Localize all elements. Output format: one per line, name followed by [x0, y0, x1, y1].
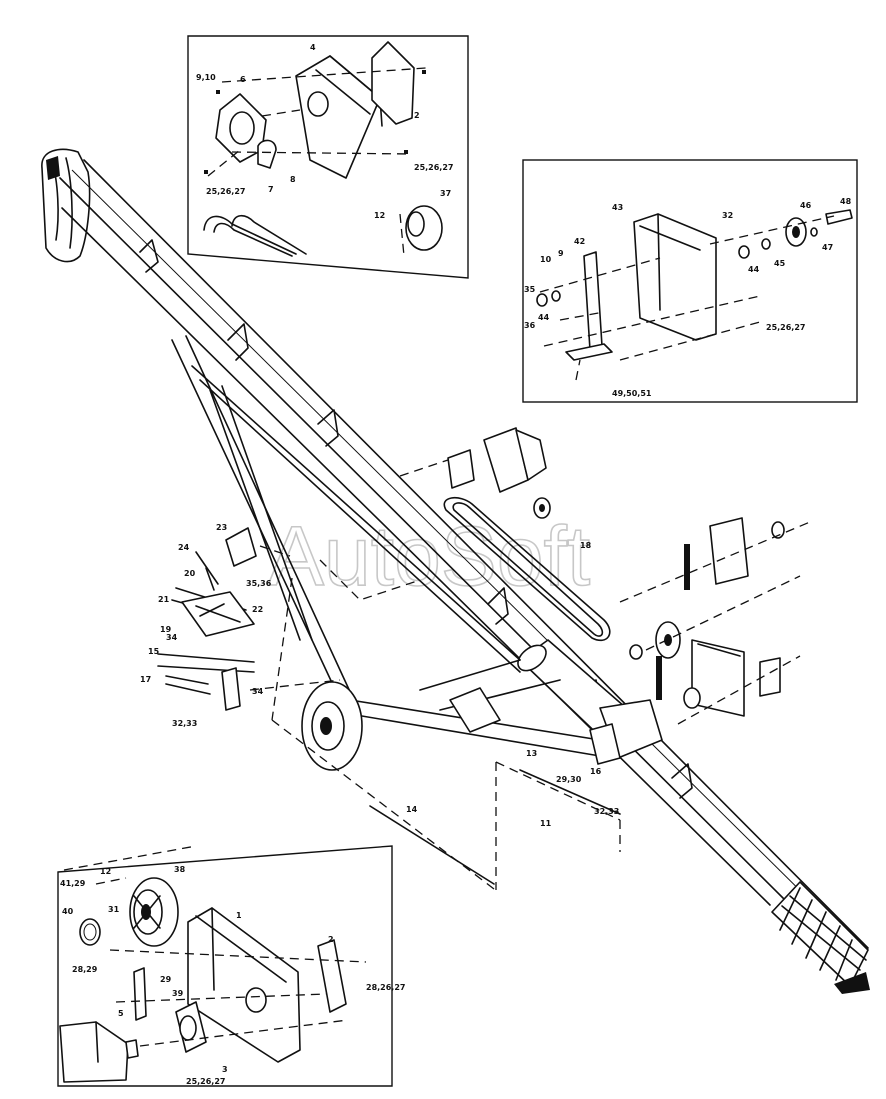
- label: 5: [118, 1009, 124, 1018]
- label: 47: [822, 243, 833, 252]
- label: 48: [840, 197, 852, 206]
- label: 49,50,51: [612, 389, 652, 398]
- label: 3: [222, 1065, 228, 1074]
- label: 24: [178, 543, 190, 552]
- right-drive-parts: [629, 517, 785, 717]
- label: 12: [374, 211, 385, 220]
- auger-top-head: [41, 148, 91, 263]
- undercarriage-frame: [171, 335, 621, 765]
- label: 28,26,27: [366, 983, 405, 992]
- label: 39: [172, 989, 184, 998]
- label: 35: [524, 285, 536, 294]
- label: 7: [268, 185, 274, 194]
- label: 2: [414, 111, 420, 120]
- main-auger-assembly: [41, 148, 870, 994]
- watermark-text: AutoSoft: [268, 509, 590, 603]
- label: 45: [774, 259, 786, 268]
- label: 19: [160, 625, 172, 634]
- label: 46: [800, 201, 812, 210]
- label: 43: [612, 203, 623, 212]
- label: 35,36: [246, 579, 272, 588]
- label: 21: [158, 595, 170, 604]
- transport-wheel: [301, 681, 363, 771]
- label: 12: [100, 867, 111, 876]
- label: 25,26,27: [186, 1077, 225, 1086]
- label: 44: [748, 265, 760, 274]
- label: 44: [538, 313, 550, 322]
- label: 28,29: [72, 965, 98, 974]
- label: 36: [524, 321, 536, 330]
- label: 6: [240, 75, 246, 84]
- label: 16: [590, 767, 602, 776]
- label: 25,26,27: [414, 163, 453, 172]
- left-mount-parts: [157, 527, 257, 711]
- label: 20: [184, 569, 196, 578]
- right-inset: 43 32 46 48 10 9 42 44 45 47 35 44 36 25…: [522, 159, 858, 403]
- label: 41,29: [60, 879, 86, 888]
- label: 1: [236, 911, 242, 920]
- top-inset: 9,10 6 4 2 8 7 25,26,27 25,26,27 12 37: [187, 35, 469, 279]
- label: 32: [722, 211, 733, 220]
- label: 23: [216, 523, 227, 532]
- label: 10: [540, 255, 552, 264]
- label: 31: [108, 905, 120, 914]
- lower-hopper-screen: [771, 881, 870, 994]
- label: 32,33: [172, 719, 197, 728]
- label: 38: [174, 865, 186, 874]
- mid-drive-parts: [447, 427, 551, 519]
- label: 25,26,27: [206, 187, 245, 196]
- label: 40: [62, 907, 74, 916]
- label: 29: [160, 975, 172, 984]
- label: 34: [252, 687, 264, 696]
- label: 9,10: [196, 73, 216, 82]
- label: 25,26,27: [766, 323, 805, 332]
- label: 2: [328, 935, 334, 944]
- label: 29,30: [556, 775, 582, 784]
- assembly-lines: [249, 459, 811, 893]
- label: 13: [526, 749, 537, 758]
- main-labels: 23 24 20 35,36 21 22 19 34 15 17 34 32,3…: [140, 523, 619, 828]
- label: 9: [558, 249, 564, 258]
- label: 18: [580, 541, 592, 550]
- label: 22: [252, 605, 263, 614]
- label: 34: [166, 633, 178, 642]
- label: 4: [310, 43, 316, 52]
- label: 15: [148, 647, 160, 656]
- drive-belt: [443, 497, 611, 642]
- label: 14: [406, 805, 418, 814]
- label: 8: [290, 175, 296, 184]
- label: 11: [540, 819, 552, 828]
- label: 17: [140, 675, 151, 684]
- bottom-inset: 12 38 41,29 31 40 1 2 28,29 29 5 39 28,2…: [57, 845, 405, 1087]
- label: 32,33: [594, 807, 619, 816]
- label: 42: [574, 237, 585, 246]
- label: 37: [440, 189, 451, 198]
